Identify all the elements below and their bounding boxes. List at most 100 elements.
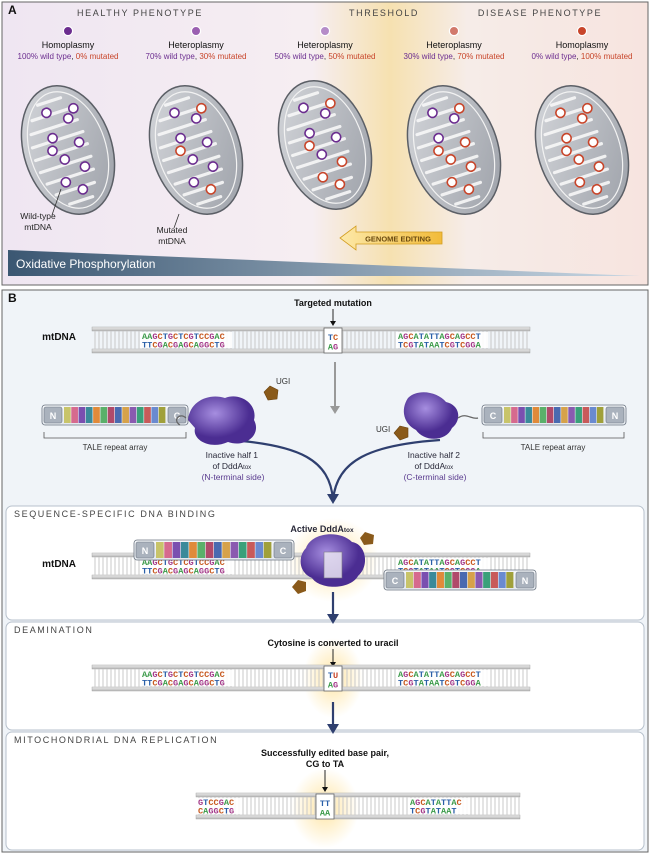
target-base-pair-box: [323, 665, 343, 692]
tale-repeat: [568, 407, 575, 423]
wildtype-mtdna: [41, 107, 52, 119]
target-base-pair-box: [323, 327, 343, 354]
tale-repeat: [222, 542, 230, 558]
tale-repeat: [122, 407, 129, 423]
tale-repeat: [429, 572, 437, 588]
tale-repeat: [452, 572, 460, 588]
mutated-mtdna: [336, 156, 348, 167]
scale-dot: [576, 25, 588, 37]
sequence-left-top: AAGCTGCTCGTCCGAC: [142, 558, 225, 568]
scale-dot: [319, 25, 331, 37]
ugi-protein-1: [263, 385, 279, 401]
tale-repeat: [490, 572, 498, 588]
mutated-mtdna: [195, 102, 207, 114]
sequence-left-bottom: CAGGCTG: [198, 807, 234, 817]
wildtype-mtdna: [207, 161, 219, 172]
tale-repeat: [189, 542, 197, 558]
state-type-label: Homoplasmy: [42, 40, 95, 50]
mutated-mtdna: [574, 176, 586, 188]
wildtype-mtdna: [77, 183, 89, 195]
state-type-label: Heteroplasmy: [168, 40, 224, 50]
tale-repeat: [413, 572, 421, 588]
half1-label: Inactive half 1 of DddAtox (N-terminal s…: [202, 450, 265, 482]
sequence-right-bottom: TCGTATAATCGTCGGA: [398, 341, 482, 351]
mutated-mtdna: [334, 178, 346, 190]
sequence-right-bottom: TCGTATAATCGTCGGA: [398, 679, 482, 689]
tale-repeat: [205, 542, 214, 558]
sequence-left-bottom: TTCGACGAGCAGGCTG: [142, 341, 225, 351]
wildtype-mtdna: [201, 136, 213, 148]
panel-a-letter: A: [8, 3, 17, 17]
wildtype-mtdna: [187, 154, 199, 165]
state-percent-label: 70% wild type, 30% mutated: [146, 52, 247, 61]
mutated-mtdna: [445, 154, 457, 165]
mutated-mtdna: [433, 145, 444, 157]
state-type-label: Heteroplasmy: [297, 40, 353, 50]
tale-repeat: [263, 542, 272, 558]
wildtype-mtdna: [47, 145, 58, 157]
wildtype-mtdna: [47, 132, 58, 144]
tale-terminal-label: C: [392, 576, 399, 586]
tale-repeat: [483, 572, 491, 588]
scale-dot: [62, 25, 74, 37]
wildtype-mtdna: [60, 176, 72, 188]
genome-editing-arrow: GENOME EDITING: [339, 225, 443, 251]
mutated-mtdna: [587, 136, 599, 148]
scale-dot: [190, 25, 202, 37]
tale-repeat: [504, 407, 511, 423]
edited-caption-line2: CG to TA: [306, 759, 345, 769]
tale-repeat: [406, 572, 414, 588]
wildtype-mtdna-label-line1: Wild-type: [20, 211, 56, 221]
mutated-mtdna: [573, 154, 585, 165]
target-base-bottom: AG: [328, 681, 338, 691]
mitochondria-row: [20, 80, 630, 215]
sequence-right-top: AGCATATTAGCAGCCT: [398, 332, 481, 342]
targeted-mutation-label: Targeted mutation: [294, 298, 372, 308]
mutated-mtdna: [324, 97, 336, 109]
tale-repeat: [197, 542, 206, 558]
tale-repeat: [247, 542, 255, 558]
uracil-caption: Cytosine is converted to uracil: [267, 638, 398, 648]
sequence-right-top: AGCATATTAGCAGCCT: [398, 558, 481, 568]
threshold-header: THRESHOLD: [349, 8, 419, 18]
tale-repeat: [518, 407, 525, 423]
wildtype-mtdna-label-line2: mtDNA: [24, 222, 52, 232]
wildtype-mtdna: [190, 112, 202, 124]
tale-repeat: [589, 407, 597, 423]
tale-repeat: [85, 407, 93, 423]
wildtype-mtdna: [73, 136, 85, 148]
tale-repeat: [129, 407, 137, 423]
mutated-mtdna: [555, 107, 566, 119]
tale-repeat: [107, 407, 115, 423]
wildtype-mtdna: [433, 132, 444, 144]
wildtype-mtdna: [319, 107, 331, 119]
tale-repeat: [93, 407, 100, 423]
stage-replication-title: MITOCHONDRIAL DNA REPLICATION: [14, 735, 218, 745]
ugi-label-1: UGI: [276, 377, 290, 386]
state-percent-label: 0% wild type, 100% mutated: [532, 52, 633, 61]
dddatox-half-1: [176, 396, 257, 445]
tale-repeat: [100, 407, 108, 423]
tale-terminal-label: C: [174, 411, 181, 421]
mitochondrion: [534, 85, 630, 215]
stage-deamination-title: DEAMINATION: [14, 625, 93, 635]
tale-terminal-label: C: [280, 546, 287, 556]
tale-repeat: [180, 542, 189, 558]
genome-editing-label: GENOME EDITING: [365, 235, 431, 244]
sequence-left-bottom: TTCGACGAGCAGGCTG: [142, 567, 225, 577]
mitochondrion: [20, 85, 116, 215]
wildtype-mtdna: [79, 161, 91, 172]
mutated-mtdna: [304, 140, 315, 152]
dna-strand-deaminated: AAGCTGCTCGTCCGACTTCGACGAGCAGGCTGAGCATATT…: [91, 664, 531, 692]
sequence-right-bottom: TCGTATAAT: [410, 807, 457, 817]
tale-repeat: [546, 407, 554, 423]
mutated-mtdna: [453, 102, 465, 114]
tale-repeat: [539, 407, 547, 423]
tale-repeat: [561, 407, 568, 423]
tale-repeat: [511, 407, 518, 423]
state-percent-label: 100% wild type, 0% mutated: [18, 52, 119, 61]
sequence-left-top: AAGCTGCTCGTCCGAC: [142, 332, 225, 342]
tale-repeat: [467, 572, 475, 588]
